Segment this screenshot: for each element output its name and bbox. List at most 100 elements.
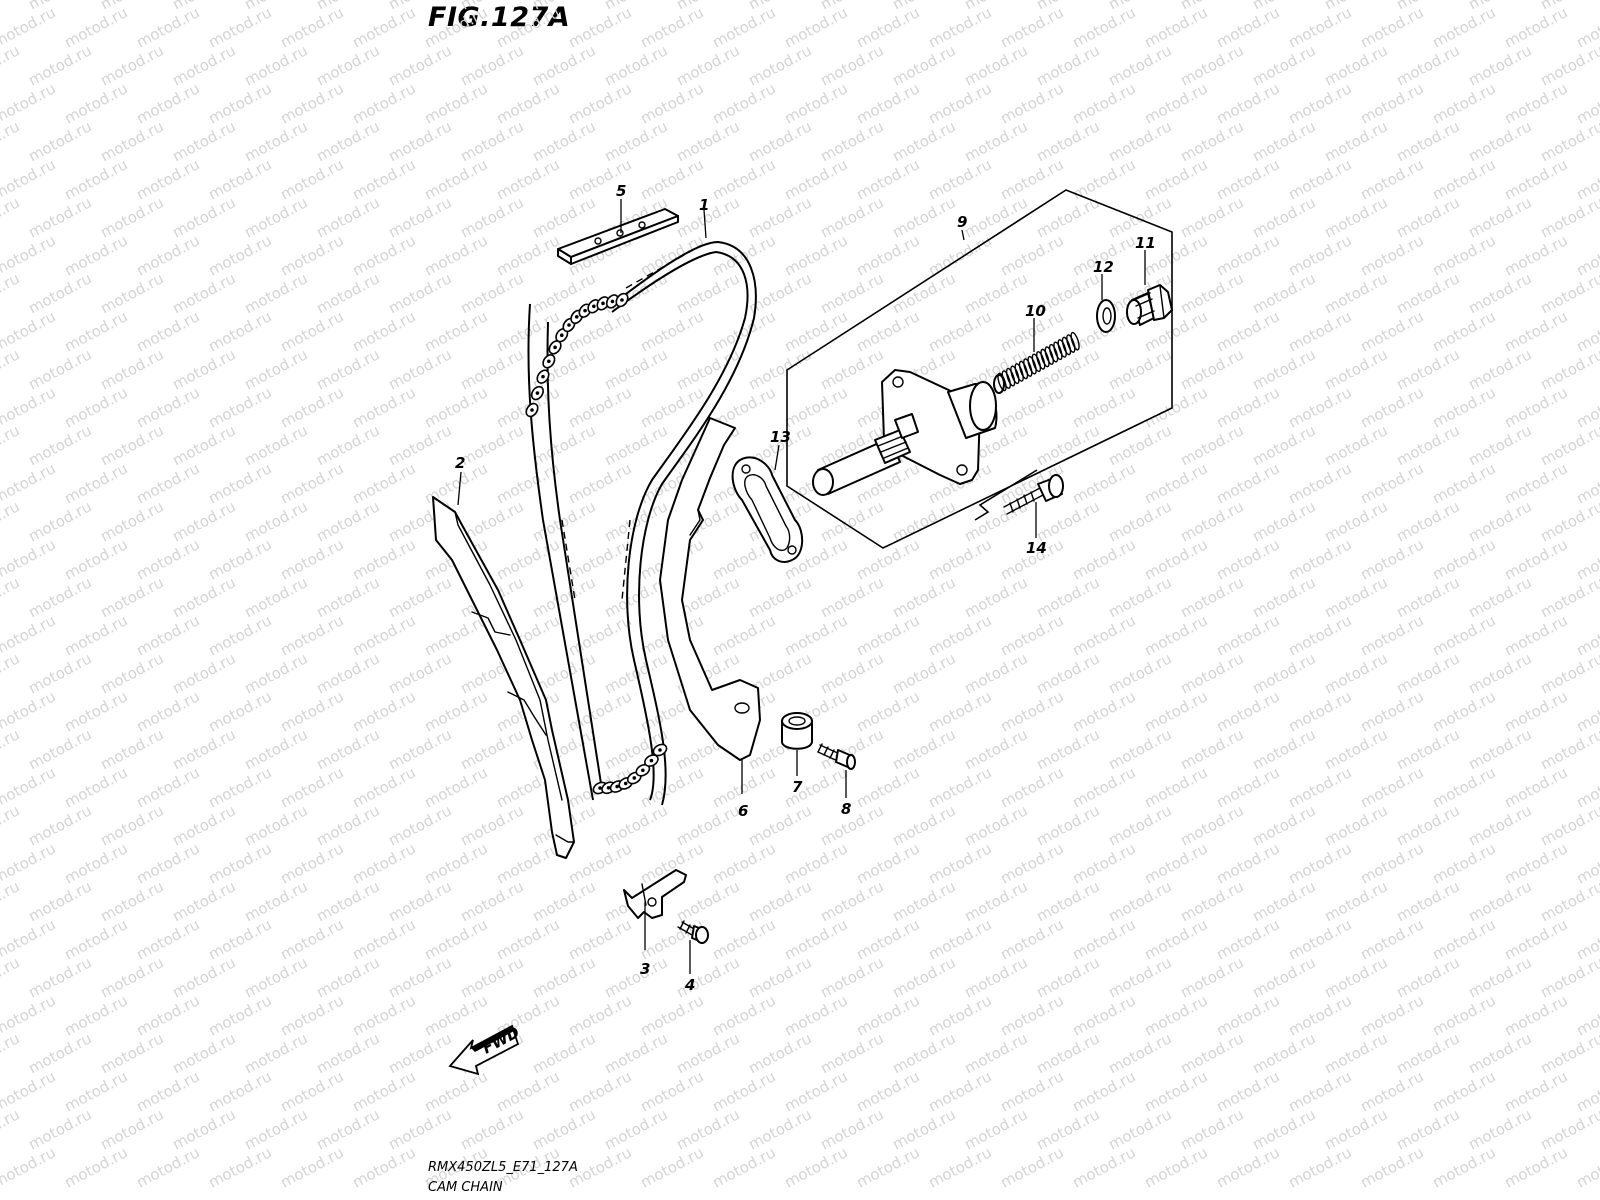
watermark-text: motod.ru — [61, 3, 130, 51]
watermark-text: motod.ru — [1285, 991, 1354, 1039]
watermark-text: motod.ru — [925, 231, 994, 279]
watermark-text: motod.ru — [601, 1029, 670, 1077]
watermark-text: motod.ru — [1249, 801, 1318, 849]
watermark-text: motod.ru — [277, 687, 346, 735]
watermark-text: motod.ru — [133, 991, 202, 1039]
watermark-text: motod.ru — [781, 79, 850, 127]
watermark-text: motod.ru — [457, 725, 526, 773]
watermark-text: motod.ru — [781, 155, 850, 203]
watermark-text: motod.ru — [1321, 573, 1390, 621]
watermark-text: motod.ru — [1321, 1105, 1390, 1153]
watermark-text: motod.ru — [0, 877, 23, 925]
watermark-text: motod.ru — [1069, 459, 1138, 507]
watermark-text: motod.ru — [0, 649, 23, 697]
watermark-text: motod.ru — [277, 383, 346, 431]
watermark-text: motod.ru — [349, 1067, 418, 1115]
chain-pin — [530, 408, 534, 412]
watermark-text: motod.ru — [1573, 1143, 1600, 1191]
watermark-text: motod.ru — [1501, 535, 1570, 583]
watermark-text: motod.ru — [1501, 307, 1570, 355]
watermark-text: motod.ru — [277, 1067, 346, 1115]
watermark-text: motod.ru — [745, 193, 814, 241]
watermark-text: motod.ru — [1105, 953, 1174, 1001]
watermark-text: motod.ru — [961, 573, 1030, 621]
watermark-text: motod.ru — [349, 307, 418, 355]
watermark-text: motod.ru — [1105, 877, 1174, 925]
watermark-text: motod.ru — [1357, 839, 1426, 887]
watermark-text: motod.ru — [1141, 991, 1210, 1039]
watermark-text: motod.ru — [1285, 155, 1354, 203]
watermark-text: motod.ru — [1357, 611, 1426, 659]
watermark-text: motod.ru — [1501, 1143, 1570, 1191]
watermark-text: motod.ru — [1141, 763, 1210, 811]
watermark-text: motod.ru — [709, 3, 778, 51]
watermark-text: motod.ru — [565, 3, 634, 51]
watermark-text: motod.ru — [1537, 193, 1600, 241]
watermark-text: motod.ru — [889, 269, 958, 317]
watermark-text: motod.ru — [1537, 117, 1600, 165]
watermark-text: motod.ru — [97, 345, 166, 393]
watermark-text: motod.ru — [169, 269, 238, 317]
watermark-text: motod.ru — [1285, 79, 1354, 127]
watermark-text: motod.ru — [1141, 839, 1210, 887]
watermark-text: motod.ru — [1069, 383, 1138, 431]
watermark-text: motod.ru — [169, 345, 238, 393]
watermark-text: motod.ru — [385, 345, 454, 393]
watermark-text: motod.ru — [889, 573, 958, 621]
watermark-text: motod.ru — [1249, 269, 1318, 317]
forward-arrow-icon — [448, 1024, 520, 1076]
spring-coils — [997, 331, 1080, 392]
watermark-text: motod.ru — [1465, 269, 1534, 317]
watermark-text: motod.ru — [673, 269, 742, 317]
watermark-text: motod.ru — [1213, 839, 1282, 887]
chain-pin — [606, 785, 611, 790]
chain-pin — [623, 781, 628, 786]
watermark-text: motod.ru — [637, 1067, 706, 1115]
tensioner-guide — [659, 417, 761, 761]
watermark-text: motod.ru — [421, 3, 490, 51]
watermark-text: motod.ru — [817, 269, 886, 317]
watermark-text: motod.ru — [277, 307, 346, 355]
watermark-text: motod.ru — [1537, 877, 1600, 925]
watermark-text: motod.ru — [313, 497, 382, 545]
watermark-text: motod.ru — [61, 687, 130, 735]
watermark-text: motod.ru — [1285, 383, 1354, 431]
watermark-text: motod.ru — [1357, 3, 1426, 51]
watermark-text: motod.ru — [61, 535, 130, 583]
watermark-text: motod.ru — [1429, 763, 1498, 811]
watermark-text: motod.ru — [493, 231, 562, 279]
watermark-text: motod.ru — [205, 1143, 274, 1191]
chain-pin — [649, 758, 654, 763]
watermark-text: motod.ru — [0, 497, 23, 545]
watermark-text: motod.ru — [1105, 1029, 1174, 1077]
watermark-text: motod.ru — [25, 573, 94, 621]
watermark-text: motod.ru — [61, 231, 130, 279]
watermark-text: motod.ru — [1429, 1143, 1498, 1191]
callout-labels: 1 2 3 4 5 6 7 8 9 10 11 12 13 14 — [455, 182, 1156, 994]
watermark-text: motod.ru — [781, 307, 850, 355]
watermark-text: motod.ru — [0, 269, 23, 317]
watermark-text: motod.ru — [817, 801, 886, 849]
watermark-text: motod.ru — [61, 307, 130, 355]
watermark-text: motod.ru — [313, 269, 382, 317]
watermark-text: motod.ru — [817, 649, 886, 697]
watermark-text: motod.ru — [961, 269, 1030, 317]
watermark-text: motod.ru — [1249, 497, 1318, 545]
watermark-text: motod.ru — [0, 41, 23, 89]
watermark-text: motod.ru — [709, 1067, 778, 1115]
spring-coil — [1031, 353, 1042, 373]
watermark-text: motod.ru — [1285, 1067, 1354, 1115]
watermark-text: motod.ru — [565, 1067, 634, 1115]
watermark-text: motod.ru — [997, 383, 1066, 431]
watermark-text: motod.ru — [817, 1029, 886, 1077]
watermark-text: motod.ru — [1393, 269, 1462, 317]
watermark-text: motod.ru — [349, 991, 418, 1039]
watermark-text: motod.ru — [1033, 725, 1102, 773]
watermark-text: motod.ru — [1213, 991, 1282, 1039]
watermark-text: motod.ru — [0, 725, 23, 773]
watermark-text: motod.ru — [277, 79, 346, 127]
watermark-text: motod.ru — [385, 877, 454, 925]
watermark-text: motod.ru — [997, 839, 1066, 887]
figure-code: RMX450ZL5_E71_127A — [428, 1160, 578, 1175]
